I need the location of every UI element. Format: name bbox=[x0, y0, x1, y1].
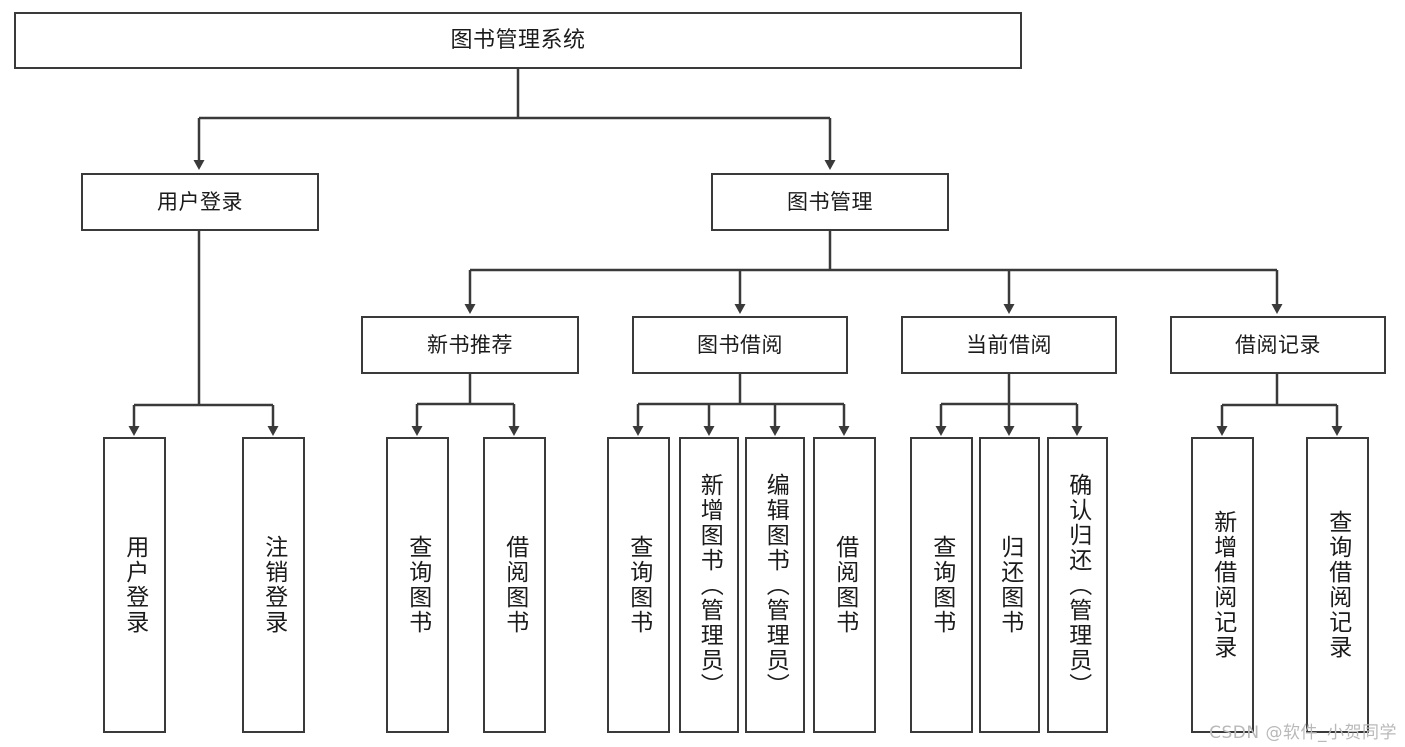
node-leaf-query-record[interactable]: 查询借阅记录 bbox=[1306, 437, 1369, 733]
node-leaf-borrow-book-2-label: 借阅图书 bbox=[831, 535, 858, 635]
node-leaf-user-login[interactable]: 用户登录 bbox=[103, 437, 166, 733]
node-leaf-confirm-return[interactable]: 确认归还（管理员） bbox=[1047, 437, 1108, 733]
node-current-borrow[interactable]: 当前借阅 bbox=[901, 316, 1117, 374]
node-leaf-logout[interactable]: 注销登录 bbox=[242, 437, 305, 733]
node-leaf-query-book-2[interactable]: 查询图书 bbox=[607, 437, 670, 733]
csdn-watermark: CSDN @软件_小贺同学 bbox=[1209, 723, 1397, 743]
node-leaf-edit-book[interactable]: 编辑图书（管理员） bbox=[745, 437, 805, 733]
node-new-book-recommend-label: 新书推荐 bbox=[427, 332, 513, 357]
node-book-manage[interactable]: 图书管理 bbox=[711, 173, 949, 231]
node-book-borrow[interactable]: 图书借阅 bbox=[632, 316, 848, 374]
node-book-manage-label: 图书管理 bbox=[787, 189, 873, 214]
node-leaf-query-book-1-label: 查询图书 bbox=[404, 535, 431, 635]
node-leaf-query-book-3[interactable]: 查询图书 bbox=[910, 437, 973, 733]
node-leaf-borrow-book-2[interactable]: 借阅图书 bbox=[813, 437, 876, 733]
node-leaf-query-book-2-label: 查询图书 bbox=[625, 535, 652, 635]
node-leaf-logout-label: 注销登录 bbox=[260, 535, 287, 635]
node-borrow-record-label: 借阅记录 bbox=[1235, 332, 1321, 357]
node-leaf-add-book[interactable]: 新增图书（管理员） bbox=[679, 437, 739, 733]
node-root[interactable]: 图书管理系统 bbox=[14, 12, 1022, 69]
node-leaf-query-book-3-label: 查询图书 bbox=[928, 535, 955, 635]
node-user-login-label: 用户登录 bbox=[157, 189, 243, 214]
node-leaf-add-record[interactable]: 新增借阅记录 bbox=[1191, 437, 1254, 733]
node-leaf-edit-book-label: 编辑图书（管理员） bbox=[762, 472, 789, 698]
node-root-label: 图书管理系统 bbox=[450, 27, 586, 53]
node-leaf-query-record-label: 查询借阅记录 bbox=[1324, 510, 1351, 660]
node-leaf-user-login-label: 用户登录 bbox=[121, 535, 148, 635]
node-user-login[interactable]: 用户登录 bbox=[81, 173, 319, 231]
node-current-borrow-label: 当前借阅 bbox=[966, 332, 1052, 357]
node-leaf-return-book[interactable]: 归还图书 bbox=[979, 437, 1040, 733]
node-new-book-recommend[interactable]: 新书推荐 bbox=[361, 316, 579, 374]
node-leaf-query-book-1[interactable]: 查询图书 bbox=[386, 437, 449, 733]
node-leaf-borrow-book-1[interactable]: 借阅图书 bbox=[483, 437, 546, 733]
node-leaf-add-record-label: 新增借阅记录 bbox=[1209, 510, 1236, 660]
node-leaf-confirm-return-label: 确认归还（管理员） bbox=[1064, 472, 1091, 698]
node-leaf-borrow-book-1-label: 借阅图书 bbox=[501, 535, 528, 635]
node-leaf-return-book-label: 归还图书 bbox=[996, 535, 1023, 635]
node-book-borrow-label: 图书借阅 bbox=[697, 332, 783, 357]
node-borrow-record[interactable]: 借阅记录 bbox=[1170, 316, 1386, 374]
node-leaf-add-book-label: 新增图书（管理员） bbox=[696, 472, 723, 698]
